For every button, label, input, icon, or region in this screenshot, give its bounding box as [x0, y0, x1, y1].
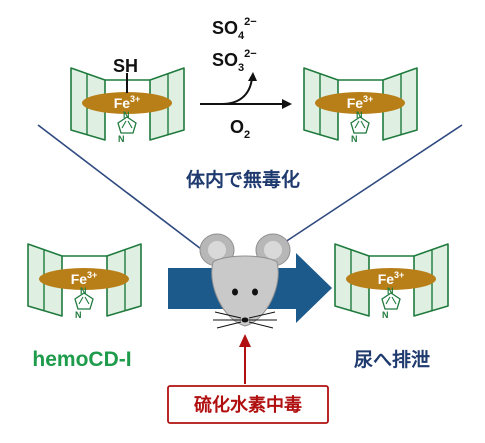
hemocd-complex-bottom-left: Fe3+ N N	[27, 243, 142, 320]
svg-text:Fe3+: Fe3+	[114, 94, 141, 111]
imidazole-ring-icon: N N	[350, 110, 370, 144]
imidazole-ring-icon: N N	[381, 286, 401, 320]
poisoning-box	[167, 385, 329, 424]
svg-text:N: N	[382, 310, 389, 320]
excretion-label: 尿へ排泄	[354, 348, 430, 371]
mouse-icon	[199, 233, 291, 329]
reaction-arrow	[200, 72, 292, 109]
compound-label: hemoCD-I	[32, 348, 131, 371]
hemocd-complex-top-right: Fe3+ N N	[303, 67, 418, 144]
detox-label: 体内で無毒化	[186, 168, 300, 191]
heme-iron-disc-icon	[315, 92, 405, 114]
heme-iron-disc-icon	[346, 268, 436, 290]
svg-text:N: N	[75, 310, 82, 320]
svg-text:N: N	[356, 110, 363, 120]
svg-text:N: N	[123, 110, 130, 120]
heme-iron-disc-icon	[39, 268, 129, 290]
svg-text:Fe3+: Fe3+	[347, 94, 374, 111]
poisoning-arrow	[239, 334, 251, 384]
oxidant-label: O2	[230, 117, 250, 141]
hemocd-complex-sh: Fe3+ N N	[70, 67, 185, 144]
detox-connector-line-right	[269, 124, 463, 253]
poisoning-label: 硫化水素中毒	[194, 394, 302, 416]
detox-connector-line-left	[37, 124, 206, 253]
svg-text:N: N	[351, 134, 358, 144]
heme-iron-disc-icon	[82, 92, 172, 114]
svg-text:Fe3+: Fe3+	[71, 270, 98, 287]
svg-text:N: N	[118, 134, 125, 144]
hemocd-complex-bottom-right: Fe3+ N N	[334, 243, 449, 320]
imidazole-ring-icon: N N	[74, 286, 94, 320]
svg-text:N: N	[387, 286, 394, 296]
thiol-label: SH	[113, 56, 138, 76]
svg-text:Fe3+: Fe3+	[378, 270, 405, 287]
product-sulfate: SO42−	[212, 16, 257, 42]
imidazole-ring-icon: N N	[117, 110, 137, 144]
svg-text:N: N	[80, 286, 87, 296]
product-sulfite: SO32−	[212, 48, 257, 74]
